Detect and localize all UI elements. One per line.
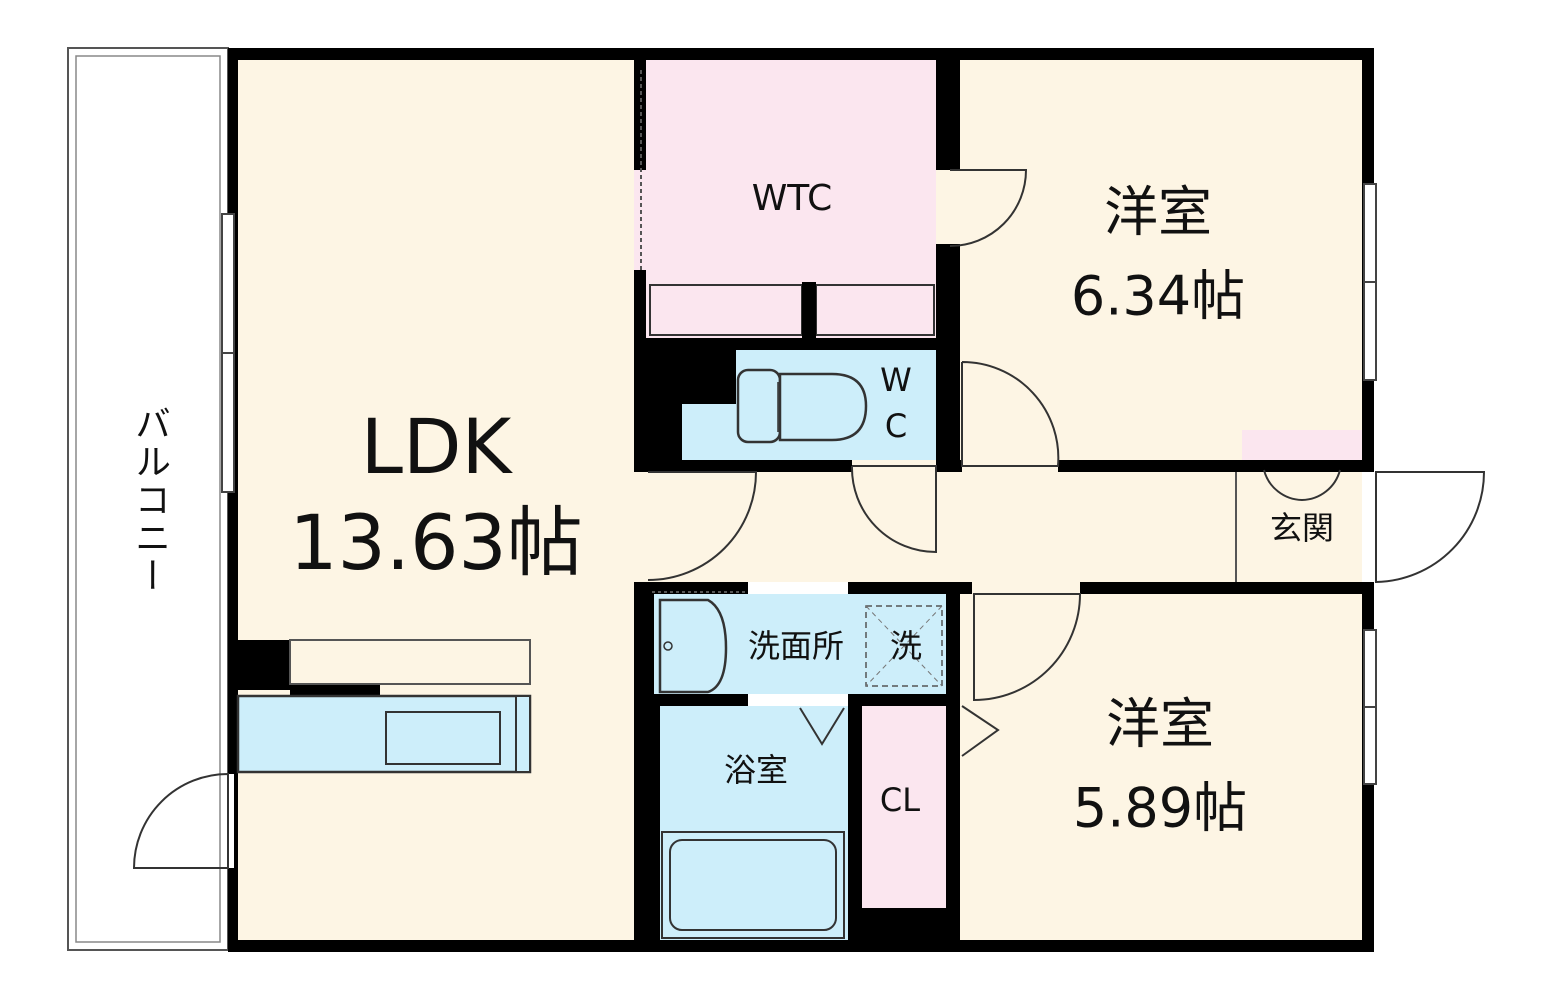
door-swing-western-2	[973, 593, 1082, 702]
washer-diag-2	[865, 605, 943, 687]
label-ldk-name: LDK	[361, 402, 514, 491]
room-western-2	[960, 594, 1362, 940]
room-western-1	[960, 60, 1362, 460]
opening-ldk-corridor	[634, 472, 648, 582]
balcony-area	[67, 47, 229, 951]
opening-western-2	[972, 582, 1080, 594]
room-closet	[862, 706, 946, 908]
opening-western-1-closet	[936, 170, 960, 244]
wall-wc-south	[668, 404, 682, 460]
bathtub	[661, 831, 845, 939]
door-swing-western-1	[961, 360, 1060, 467]
label-western-2-size: 5.89帖	[1073, 777, 1247, 840]
room-entrance	[1242, 472, 1362, 582]
label-wtc: WTC	[752, 178, 833, 219]
door-swing-balcony	[132, 772, 229, 869]
bath-door-mark	[799, 707, 845, 746]
kitchen-counter-end	[515, 695, 531, 773]
door-swing-front	[1375, 471, 1486, 584]
wall-kitchen-pillar	[238, 640, 290, 690]
entrance-storage	[1242, 430, 1362, 460]
label-western-1-size: 6.34帖	[1071, 265, 1245, 328]
bathtub-inner	[669, 839, 837, 931]
wc-tank	[682, 404, 738, 460]
door-swing-entrance-storage	[1263, 469, 1341, 502]
door-swing-western-1-closet	[949, 169, 1028, 247]
label-washroom: 洗面所	[748, 627, 844, 665]
door-swing-wc	[850, 465, 937, 554]
entrance-closet-door-mark	[961, 705, 1000, 757]
room-ldk	[238, 60, 634, 940]
label-ldk-size: 13.63帖	[289, 498, 583, 587]
kitchen-back-counter	[289, 639, 531, 685]
label-balcony: バルコニー	[129, 405, 170, 595]
kitchen-sink	[385, 711, 501, 765]
wash-basin	[658, 598, 728, 694]
basin-drain	[663, 641, 673, 651]
corridor	[646, 472, 1230, 582]
opening-bath	[748, 694, 848, 706]
label-wc-w: W	[880, 361, 912, 399]
wall-kitchen-counter-top	[290, 684, 380, 696]
door-swing-ldk	[647, 471, 758, 581]
label-western-2-name: 洋室	[1106, 693, 1214, 756]
washer-space	[865, 605, 943, 687]
wtc-pillar	[802, 282, 816, 340]
toilet-bowl	[778, 372, 868, 442]
label-entrance: 玄関	[1270, 509, 1334, 547]
wall-closet-south	[862, 908, 946, 940]
label-wc-c: C	[885, 407, 907, 445]
label-washer: 洗	[890, 627, 922, 665]
opening-front-door	[1362, 472, 1376, 582]
wall-wc-west	[668, 350, 736, 404]
toilet-tank	[736, 368, 782, 444]
opening-washroom	[748, 582, 848, 594]
kitchen-counter	[236, 694, 532, 774]
label-closet: CL	[880, 781, 920, 819]
label-western-1-name: 洋室	[1104, 181, 1212, 244]
room-wtc	[646, 60, 936, 338]
label-bath: 浴室	[724, 751, 788, 789]
balcony-rail	[75, 55, 221, 943]
